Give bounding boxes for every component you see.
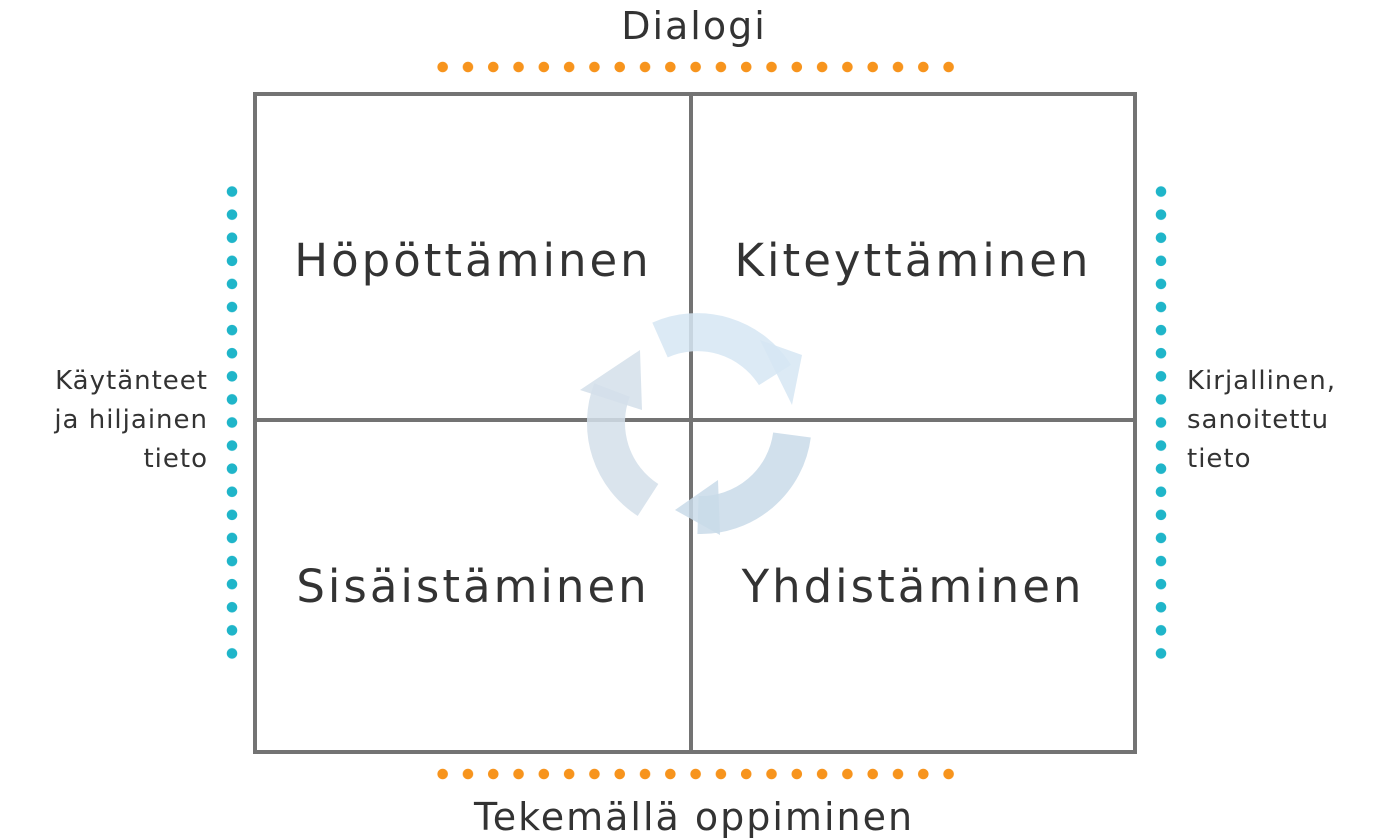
left-axis-label-line-3: tieto xyxy=(143,444,208,474)
right-axis-label-line-2: sanoitettu xyxy=(1187,405,1330,435)
quadrant-bottom-left: Sisäistäminen xyxy=(257,422,693,750)
quadrant-bottom-left-label: Sisäistäminen xyxy=(296,560,650,613)
quadrant-grid: Höpöttäminen Kiteyttäminen Sisäistäminen… xyxy=(253,92,1137,754)
right-axis-label: Kirjallinen, sanoitettu tieto xyxy=(1187,362,1336,479)
bottom-axis-label: Tekemällä oppiminen xyxy=(473,795,915,839)
left-axis-label: Käytänteet ja hiljainen tieto xyxy=(54,362,208,479)
quadrant-top-left: Höpöttäminen xyxy=(257,96,693,422)
quadrant-bottom-right: Yhdistäminen xyxy=(693,422,1133,750)
top-axis-label: Dialogi xyxy=(621,4,767,48)
left-axis-label-line-2: ja hiljainen xyxy=(54,405,208,435)
right-dotted-line xyxy=(1155,180,1167,665)
bottom-dotted-line xyxy=(430,768,965,780)
quadrant-top-right: Kiteyttäminen xyxy=(693,96,1133,422)
right-axis-label-line-1: Kirjallinen, xyxy=(1187,366,1337,396)
top-dotted-line xyxy=(430,61,965,73)
right-axis-label-line-3: tieto xyxy=(1187,444,1252,474)
quadrant-top-left-label: Höpöttäminen xyxy=(294,234,652,287)
left-axis-label-line-1: Käytänteet xyxy=(55,366,208,396)
quadrant-top-right-label: Kiteyttäminen xyxy=(734,234,1092,287)
left-dotted-line xyxy=(226,180,238,665)
quadrant-bottom-right-label: Yhdistäminen xyxy=(741,560,1085,613)
